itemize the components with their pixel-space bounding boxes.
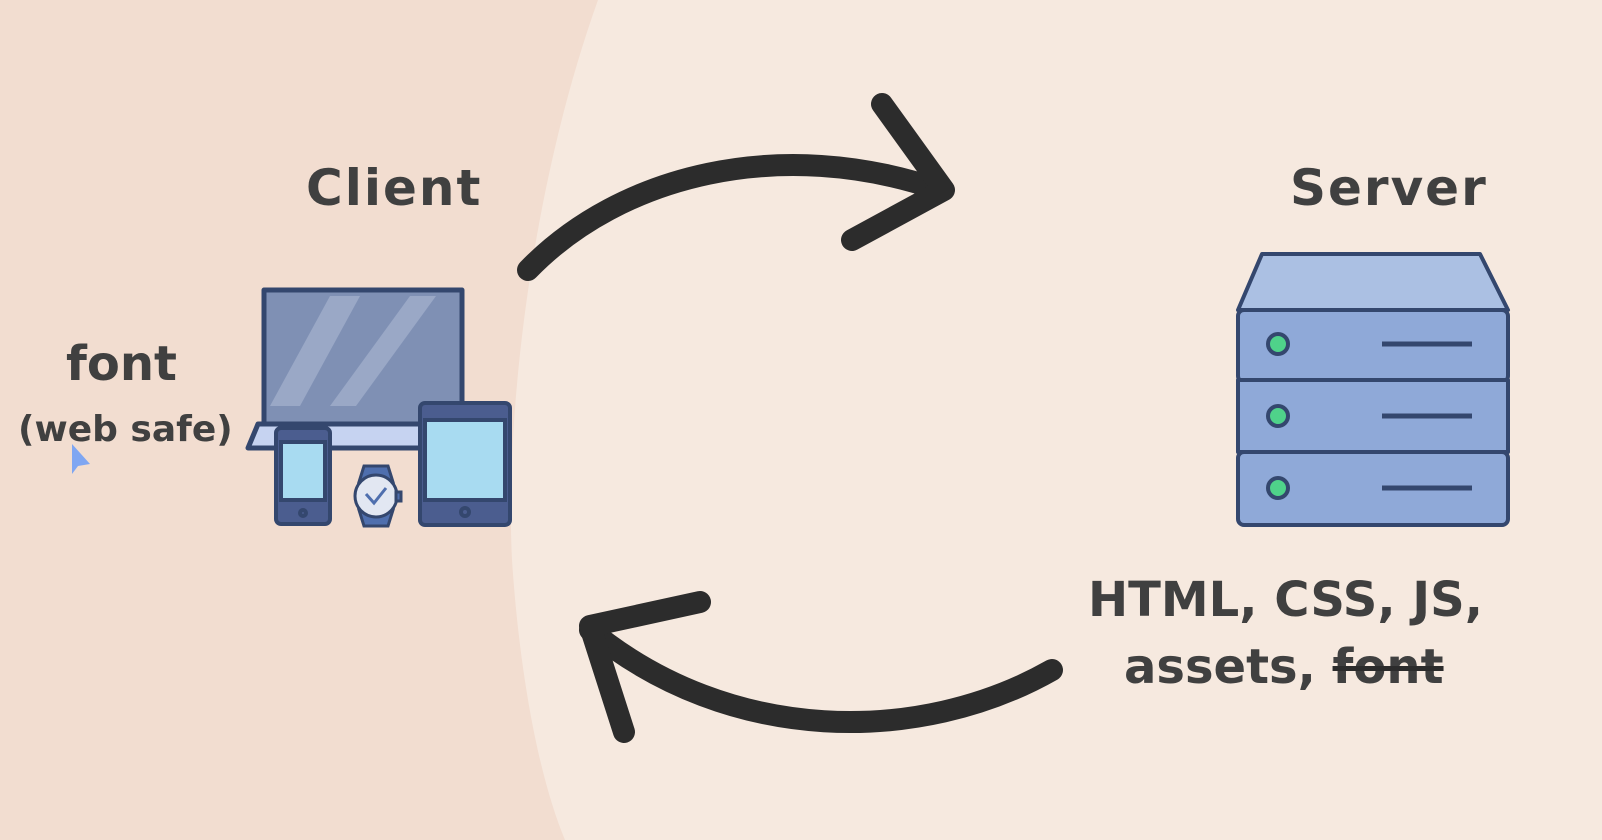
arrow-server-to-client-icon	[579, 591, 1063, 743]
server-payload-line2: assets, font	[1124, 643, 1444, 691]
arrow-client-to-server-icon	[517, 93, 955, 281]
client-title: Client	[306, 159, 483, 217]
watch-icon	[353, 464, 403, 528]
server-title: Server	[1290, 159, 1488, 217]
client-font-label: font	[66, 336, 177, 392]
server-payload-prefix: assets,	[1124, 639, 1333, 695]
tablet-icon	[418, 401, 512, 527]
cursor-icon	[72, 444, 90, 474]
server-payload-struck-font: font	[1332, 639, 1444, 695]
server-payload-line1: HTML, CSS, JS,	[1088, 572, 1483, 628]
client-font-note: (web safe)	[18, 409, 233, 450]
phone-icon	[274, 426, 332, 526]
